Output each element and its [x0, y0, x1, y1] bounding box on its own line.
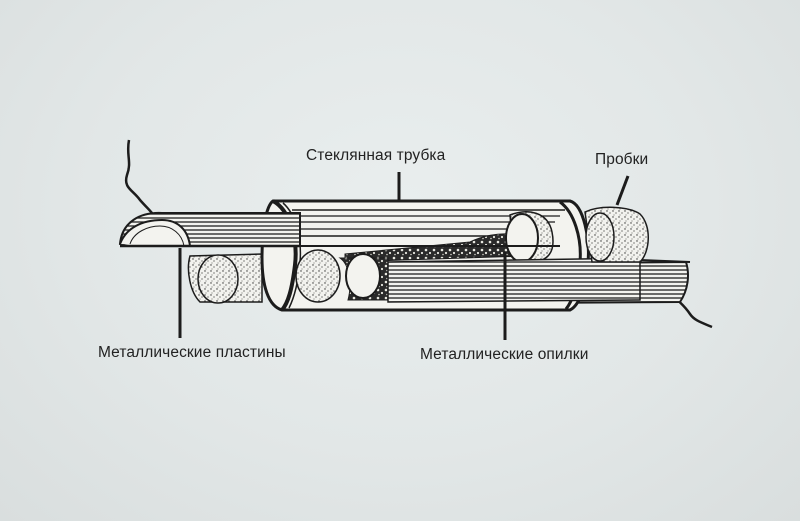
left-wire: [124, 139, 156, 217]
left-metal-plate: [118, 211, 301, 248]
inner-cork-right: [505, 211, 554, 263]
glass-tube-label: Стеклянная трубка: [306, 147, 446, 164]
inner-cork-left: [295, 249, 341, 303]
metal-plates-label: Металлические пластины: [98, 344, 286, 361]
metal-filings-label: Металлические опилки: [420, 346, 589, 363]
outer-cork-right: [584, 206, 649, 263]
plugs-label: Пробки: [595, 151, 649, 168]
leader-plugs: [615, 175, 630, 206]
inner-plate-middle: [387, 257, 641, 303]
left-cork: [187, 253, 263, 304]
